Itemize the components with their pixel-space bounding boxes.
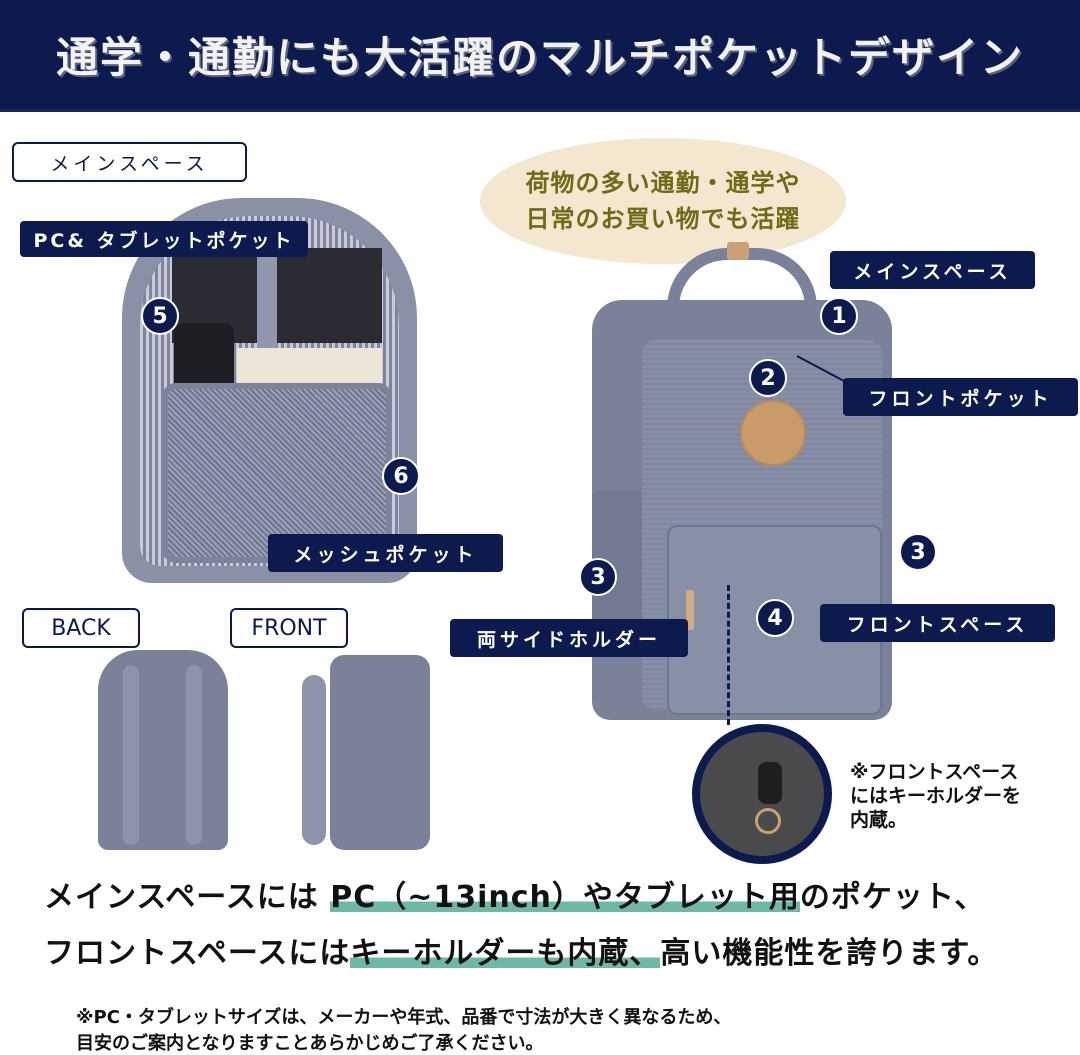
- side-strap: [302, 675, 326, 845]
- open-backpack-image: [122, 198, 417, 583]
- keyholder-note-line-1: ※フロントスペース: [850, 761, 1019, 783]
- front-space-tag: フロントスペース: [820, 604, 1055, 642]
- mesh-pocket-tag: メッシュポケット: [268, 534, 503, 572]
- copy-text: メインスペースには: [44, 880, 331, 915]
- front-backpack-image: [592, 242, 892, 720]
- leather-loop: [727, 242, 749, 260]
- copy-highlight: キーホルダーも内蔵、: [350, 936, 661, 971]
- number-badge-4: 4: [756, 599, 794, 637]
- keyholder-note: ※フロントスペース にはキーホルダーを 内蔵。: [850, 760, 1021, 832]
- shoulder-strap-left: [123, 665, 139, 845]
- back-view-tag: BACK: [22, 608, 140, 648]
- dashed-leader-line: [727, 585, 730, 725]
- copy-highlight: PC（~13inch）やタブレット用: [330, 880, 800, 915]
- back-view-backpack-image: [98, 650, 228, 850]
- front-view-tag: FRONT: [230, 608, 348, 648]
- key-clip: [758, 762, 782, 804]
- number-badge-1: 1: [820, 297, 858, 335]
- side-holder-tag: 両サイドホルダー: [450, 619, 688, 657]
- leather-badge-icon: [740, 400, 806, 466]
- number-badge-3-right: 3: [899, 533, 937, 571]
- keyholder-note-line-2: にはキーホルダーを: [850, 785, 1022, 807]
- copy-text: のポケット、: [799, 880, 986, 915]
- keyholder-note-line-3: 内蔵。: [850, 809, 908, 831]
- copy-text: フロントスペースには: [44, 936, 351, 971]
- number-badge-6: 6: [382, 457, 420, 495]
- header-banner: 通学・通勤にも大活躍のマルチポケットデザイン: [0, 0, 1080, 112]
- main-copy-line-2: フロントスペースにはキーホルダーも内蔵、高い機能性を誇ります。: [44, 928, 998, 972]
- strap: [257, 243, 277, 363]
- speech-bubble: 荷物の多い通勤・通学や 日常のお買い物でも活躍: [480, 138, 846, 264]
- bubble-line-2: 日常のお買い物でも活躍: [525, 205, 801, 233]
- number-badge-2: 2: [749, 359, 787, 397]
- zipper-pull: [686, 590, 694, 630]
- side-view-backpack-image: [302, 655, 430, 850]
- shoulder-strap-right: [186, 665, 202, 845]
- footnote-line-1: ※PC・タブレットサイズは、メーカーや年式、品番で寸法が大きく異なるため、: [76, 1007, 732, 1028]
- number-badge-3-left: 3: [579, 558, 617, 596]
- bottle: [174, 323, 234, 393]
- number-badge-5: 5: [141, 297, 179, 335]
- key-ring-icon: [755, 808, 781, 834]
- copy-text: 高い機能性を誇ります。: [660, 936, 999, 971]
- main-space-outline-tag: メインスペース: [12, 142, 247, 182]
- main-space-tag: メインスペース: [830, 251, 1035, 289]
- keyholder-closeup-image: [692, 724, 832, 864]
- main-copy-line-1: メインスペースには PC（~13inch）やタブレット用のポケット、: [44, 872, 985, 916]
- page-title: 通学・通勤にも大活躍のマルチポケットデザイン: [55, 33, 1024, 82]
- pc-tablet-pocket-tag: PC& タブレットポケット: [20, 221, 308, 257]
- top-handle: [667, 248, 817, 328]
- front-pocket-tag: フロントポケット: [843, 378, 1078, 416]
- bubble-line-1: 荷物の多い通勤・通学や: [525, 169, 801, 197]
- footnote-line-2: 目安のご案内となりますことあらかじめご了承ください。: [76, 1033, 544, 1054]
